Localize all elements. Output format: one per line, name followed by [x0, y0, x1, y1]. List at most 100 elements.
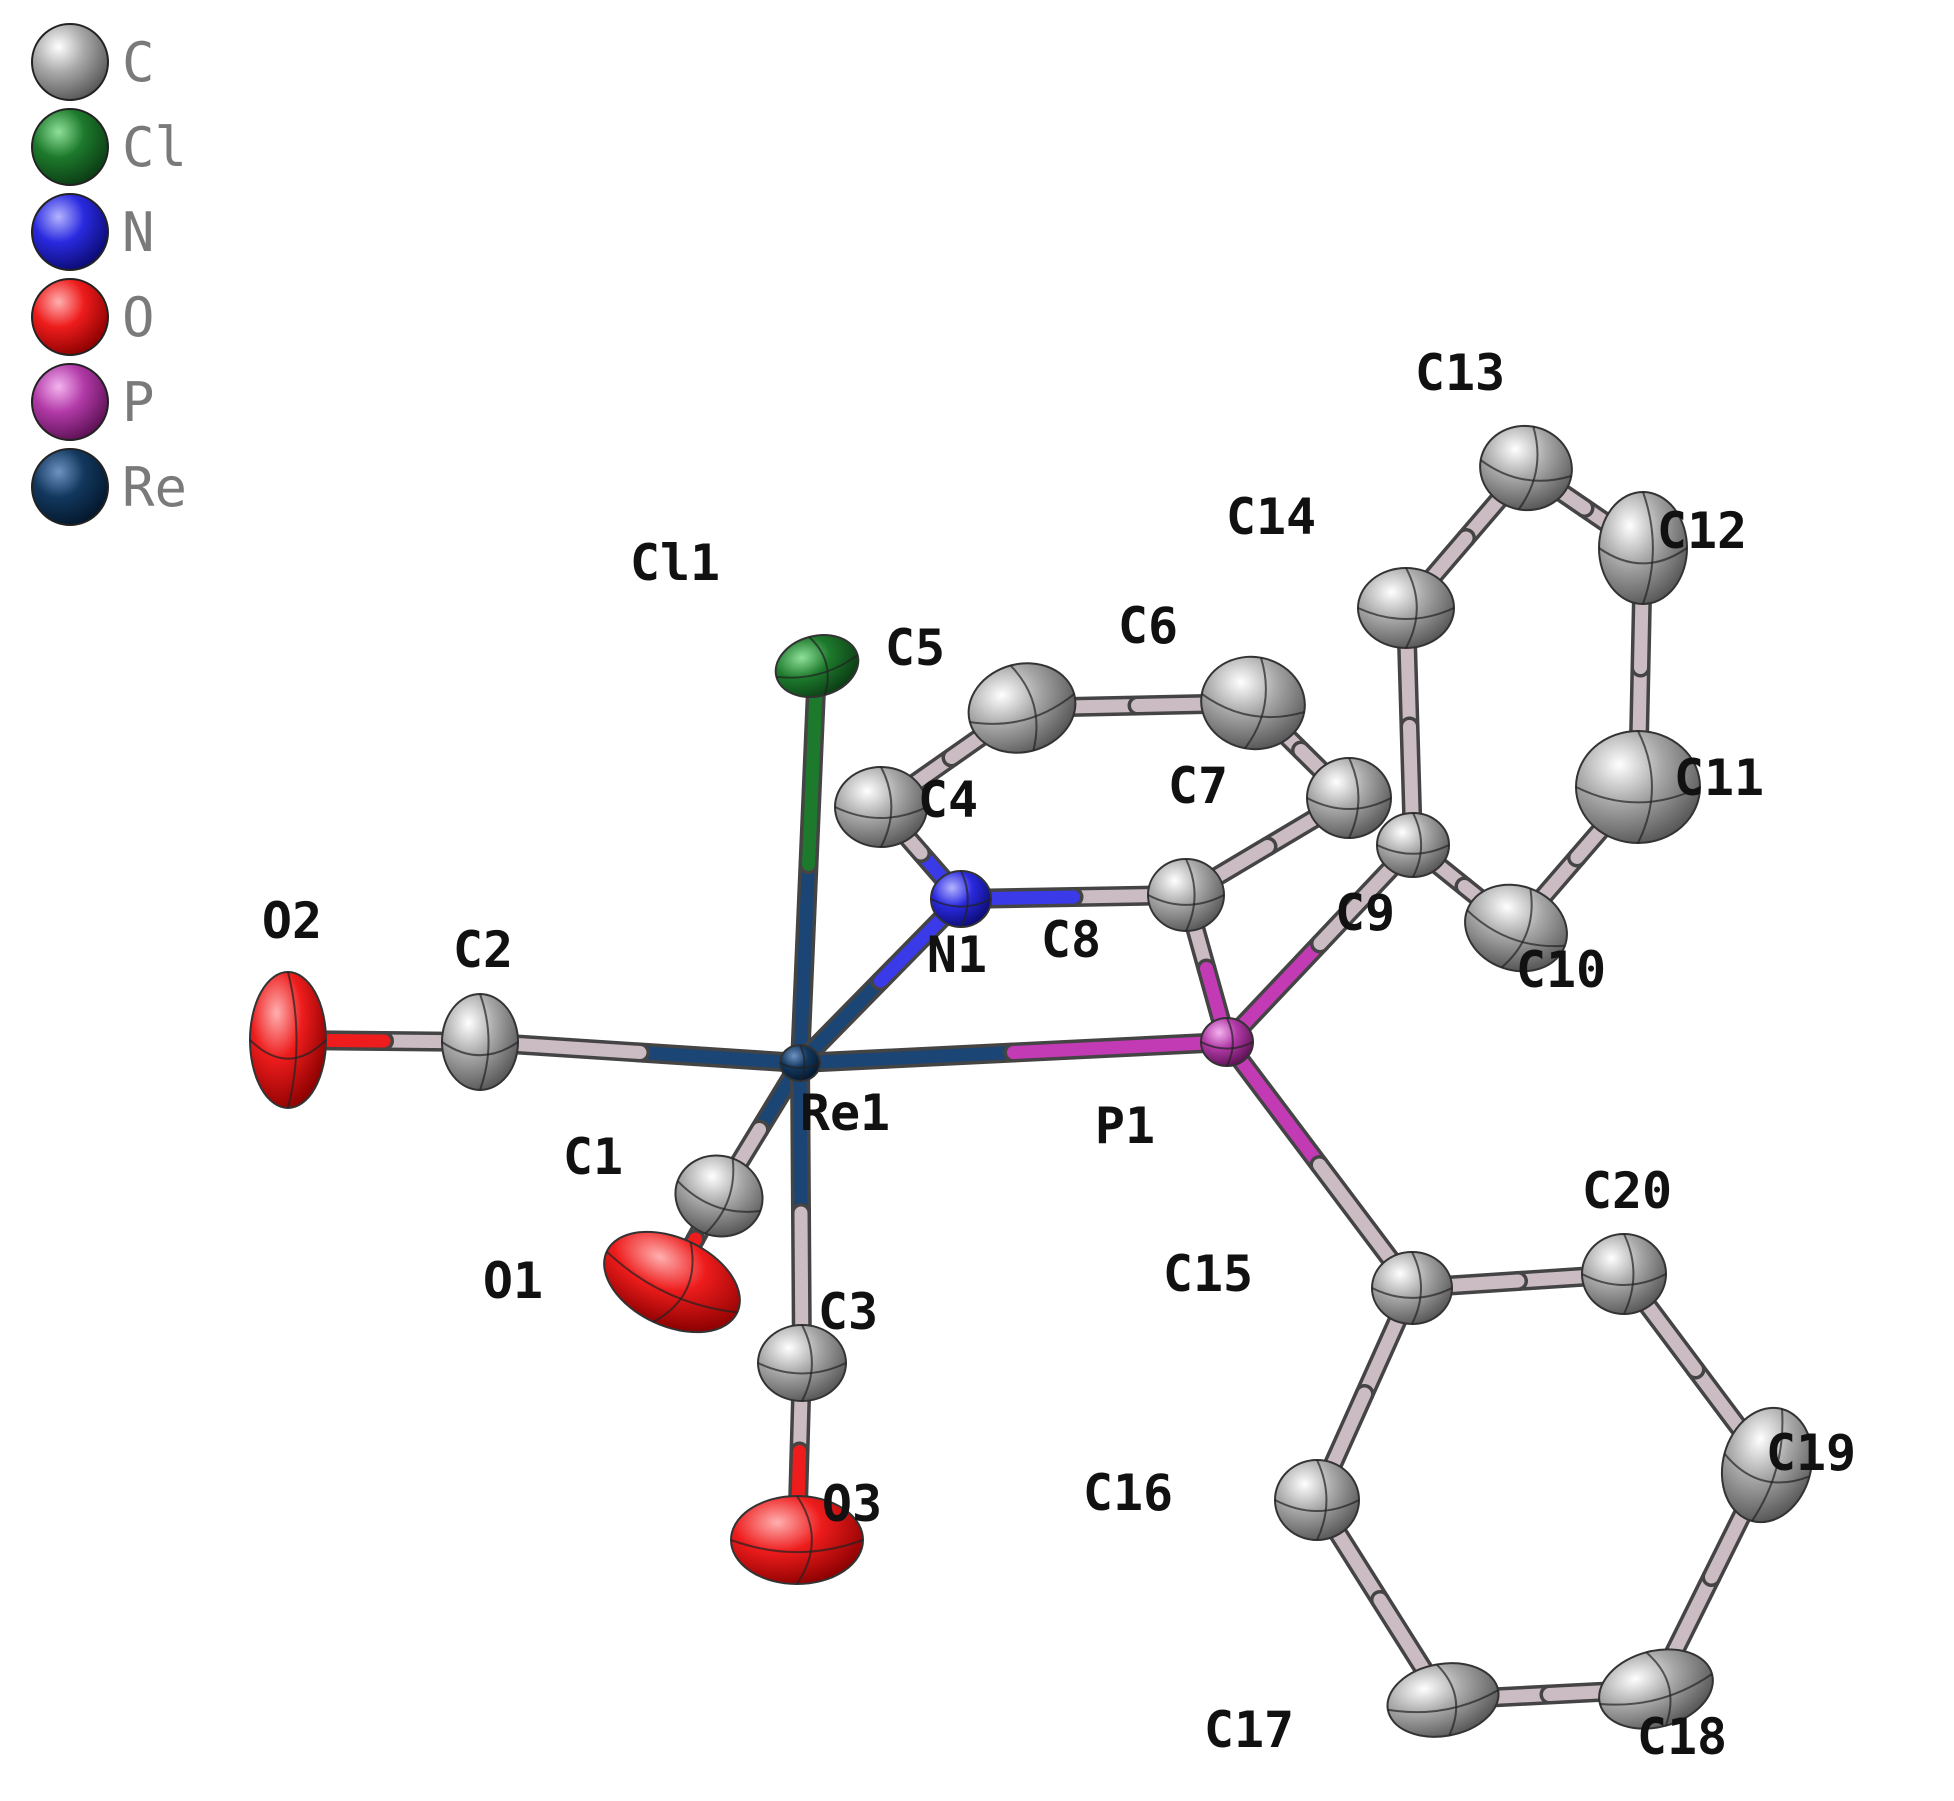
atom-principal-axis-b-O1 [652, 1241, 694, 1323]
atom-principal-axis-C17 [1387, 1689, 1499, 1714]
atom-ellipsoid-Re1 [779, 1044, 821, 1082]
atom-principal-axis-b-C20 [1623, 1233, 1635, 1315]
atom-ellipsoid-C16 [1274, 1459, 1360, 1541]
atom-label-C15: C15 [1163, 1245, 1253, 1303]
atom-C15 [1371, 1251, 1453, 1325]
atom-ellipsoid-C4 [834, 766, 928, 848]
bond-Re1-P1-fill [1007, 1035, 1234, 1059]
atom-C2 [441, 993, 519, 1091]
atom-principal-axis-b-C14 [1405, 567, 1418, 649]
atom-label-Re1: Re1 [800, 1084, 890, 1142]
legend-label-Re: Re [122, 456, 187, 519]
atom-label-O3: O3 [822, 1475, 882, 1533]
atom-principal-axis-C10 [1466, 909, 1565, 948]
atom-label-C20: C20 [1582, 1162, 1672, 1220]
atom-principal-axis-C1 [676, 1180, 761, 1213]
atom-ellipsoid-P1 [1200, 1017, 1254, 1067]
bond-Re1-C2-fill [633, 1046, 807, 1070]
atom-principal-axis-C16 [1274, 1499, 1360, 1512]
bond-Re1-C3-fill [793, 1056, 808, 1220]
bond-Re1-Cl1-fill [793, 858, 815, 1070]
atom-principal-axis-C5 [969, 693, 1075, 725]
atom-label-C19: C19 [1766, 1424, 1856, 1482]
atom-principal-axis-b-C2 [479, 993, 490, 1091]
atom-principal-axis-C13 [1480, 459, 1572, 482]
atom-ellipsoid-C2 [441, 993, 519, 1091]
atom-ellipsoid-C17 [1386, 1662, 1500, 1738]
atom-C20 [1581, 1233, 1667, 1315]
atom-principal-axis-b-C11 [1637, 730, 1653, 844]
atom-principal-axis-b-C8 [1185, 858, 1196, 932]
atom-label-N1: N1 [927, 926, 987, 984]
atom-principal-axis-b-C6 [1244, 657, 1267, 749]
atom-ellipsoid-O2 [249, 971, 327, 1109]
legend-swatch-N [31, 193, 109, 271]
atom-principal-axis-b-C19 [1751, 1408, 1784, 1522]
atom-ellipsoid-C8 [1147, 858, 1225, 932]
atom-principal-axis-C18 [1599, 1673, 1713, 1706]
atom-principal-axis-b-O2 [287, 971, 298, 1109]
atom-label-O1: O1 [483, 1252, 543, 1310]
legend-label-O: O [122, 286, 155, 349]
atom-C5 [967, 662, 1077, 754]
atom-principal-axis-b-C9 [1412, 812, 1422, 878]
atom-C3 [757, 1324, 847, 1402]
atom-principal-axis-C6 [1201, 693, 1305, 718]
atom-label-C7: C7 [1168, 757, 1228, 815]
atom-principal-axis-b-C3 [801, 1324, 813, 1402]
atom-principal-axis-b-C1 [704, 1158, 735, 1235]
atom-principal-axis-C15 [1371, 1287, 1453, 1299]
atom-principal-axis-b-C12 [1642, 491, 1654, 605]
atom-ellipsoid-C20 [1581, 1233, 1667, 1315]
atom-principal-axis-O3 [730, 1539, 864, 1554]
atom-principal-axis-C7 [1306, 797, 1392, 810]
atom-P1 [1200, 1017, 1254, 1067]
atom-principal-axis-O1 [606, 1250, 738, 1314]
atom-principal-axis-b-P1 [1226, 1017, 1234, 1067]
atom-C13 [1479, 424, 1573, 512]
atom-C17 [1386, 1662, 1500, 1738]
atom-ellipsoid-C14 [1357, 567, 1455, 649]
atom-N1 [930, 870, 992, 928]
atom-principal-axis-b-C5 [1009, 664, 1038, 751]
legend-swatch-Cl [31, 108, 109, 186]
atom-principal-axis-b-C15 [1411, 1251, 1422, 1325]
atom-C7 [1306, 757, 1392, 839]
atom-principal-axis-Cl1 [776, 654, 859, 679]
legend-label-C: C [122, 31, 155, 94]
atom-principal-axis-C4 [834, 806, 928, 819]
atom-label-C13: C13 [1415, 344, 1505, 402]
atom-principal-axis-C19 [1723, 1452, 1810, 1484]
atom-ellipsoid-Cl1 [774, 634, 860, 698]
atom-principal-axis-b-Cl1 [808, 636, 829, 696]
atom-Cl1 [774, 634, 860, 698]
atom-label-C14: C14 [1226, 488, 1316, 546]
atom-label-C1: C1 [563, 1128, 623, 1186]
atom-label-C2: C2 [453, 921, 513, 979]
atom-principal-axis-Re1 [779, 1062, 821, 1069]
atom-principal-axis-C9 [1376, 844, 1450, 855]
legend-swatch-O [31, 278, 109, 356]
atom-label-C18: C18 [1637, 1708, 1727, 1766]
atom-C8 [1147, 858, 1225, 932]
atom-principal-axis-O2 [249, 1039, 327, 1060]
atom-label-C9: C9 [1335, 884, 1395, 942]
legend-label-Cl: Cl [122, 116, 187, 179]
atom-label-C5: C5 [885, 619, 945, 677]
atom-label-C11: C11 [1674, 749, 1764, 807]
atom-label-C3: C3 [818, 1283, 878, 1341]
legend-swatch-Re [31, 448, 109, 526]
atom-principal-axis-b-C13 [1517, 426, 1539, 510]
atom-O2 [249, 971, 327, 1109]
atom-label-C10: C10 [1516, 941, 1606, 999]
atom-principal-axis-C12 [1598, 547, 1688, 565]
atom-principal-axis-b-C17 [1436, 1663, 1458, 1736]
atom-label-C6: C6 [1118, 597, 1178, 655]
atom-C12 [1598, 491, 1688, 605]
atom-principal-axis-b-Re1 [799, 1044, 806, 1082]
atom-label-P1: P1 [1095, 1097, 1155, 1155]
atom-C4 [834, 766, 928, 848]
